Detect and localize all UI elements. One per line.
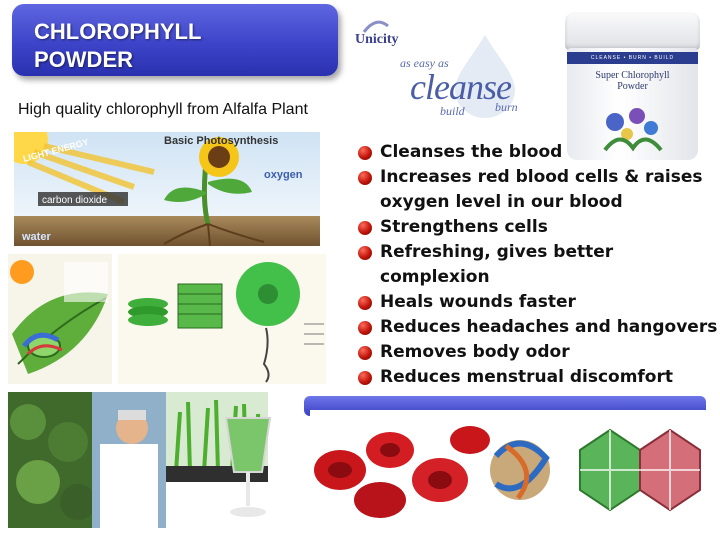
red-blood-cells-icon (314, 426, 490, 518)
benefit-item: Heals wounds faster (358, 290, 720, 315)
subtitle: High quality chlorophyll from Alfalfa Pl… (18, 101, 308, 118)
protein-structure-icon (490, 440, 550, 500)
jar-name-line-2: Powder (617, 81, 648, 92)
benefit-item: Cleanses the blood (358, 140, 720, 165)
diagram-title: Basic Photosynthesis (164, 135, 278, 147)
benefit-item: Strengthens cells (358, 215, 720, 240)
title-line-2: POWDER (34, 47, 133, 72)
jar-label: Super Chlorophyll Powder (573, 70, 692, 92)
bullet-icon (358, 246, 372, 260)
benefits-list: Cleanses the blood Increases red blood c… (358, 140, 720, 390)
bullet-icon (358, 171, 372, 185)
title-line-1: CHLOROPHYLL (34, 19, 202, 44)
benefit-item: Reduces menstrual discomfort (358, 365, 720, 390)
blood-cells-panel (304, 396, 714, 526)
slogan-top: as easy as (400, 56, 449, 70)
product-jar-image: CLEANSE • BURN • BUILD Super Chlorophyll… (565, 12, 700, 160)
diagram-co2-label: carbon dioxide (42, 195, 107, 206)
benefit-item: Reduces headaches and hangovers (358, 315, 720, 340)
co2-band (38, 192, 128, 206)
brand-name: Unicity (355, 32, 399, 47)
diagram-water-label: water (21, 231, 51, 243)
title-banner: CHLOROPHYLL POWDER (12, 4, 338, 76)
bullet-icon (358, 146, 372, 160)
jar-stripe: CLEANSE • BURN • BUILD (567, 52, 698, 64)
flowers-icon (603, 108, 663, 152)
alfalfa-field-photo (8, 392, 96, 528)
bullet-icon (358, 221, 372, 235)
chlorophyll-ring-icon (236, 262, 300, 326)
leaf-chloroplast-diagram (8, 254, 112, 384)
bullet-icon (358, 296, 372, 310)
chlorophyll-molecule-diagram (118, 254, 326, 384)
unicity-logo: Unicity as easy as cleanse build burn (350, 20, 540, 130)
jar-lid (565, 12, 700, 50)
jar-name-line-1: Super Chlorophyll (595, 70, 670, 81)
chlorophyll-molecule-icon (579, 428, 701, 512)
slogan-main: cleanse (410, 67, 512, 107)
photosynthesis-diagram: Basic Photosynthesis LIGHT ENERGY oxygen… (14, 132, 320, 246)
bullet-icon (358, 371, 372, 385)
thylakoid-icon (177, 283, 223, 329)
unicity-swoosh-icon (362, 20, 389, 33)
water-drop-icon (455, 35, 515, 118)
bullet-icon (358, 346, 372, 360)
jar-body (567, 48, 698, 160)
bullet-icon (358, 321, 372, 335)
green-juice-glass-photo (222, 414, 274, 522)
slogan-build: build (440, 104, 465, 118)
sunflower-icon (199, 137, 239, 177)
scientist-photo (92, 392, 166, 528)
slide-title: CHLOROPHYLL POWDER (34, 18, 201, 74)
slogan-burn: burn (495, 100, 518, 114)
benefit-item: Refreshing, gives better complexion (358, 240, 720, 290)
diagram-oxygen-label: oxygen (264, 169, 303, 181)
granum-stack-icon (128, 298, 168, 326)
benefit-item: Removes body odor (358, 340, 720, 365)
